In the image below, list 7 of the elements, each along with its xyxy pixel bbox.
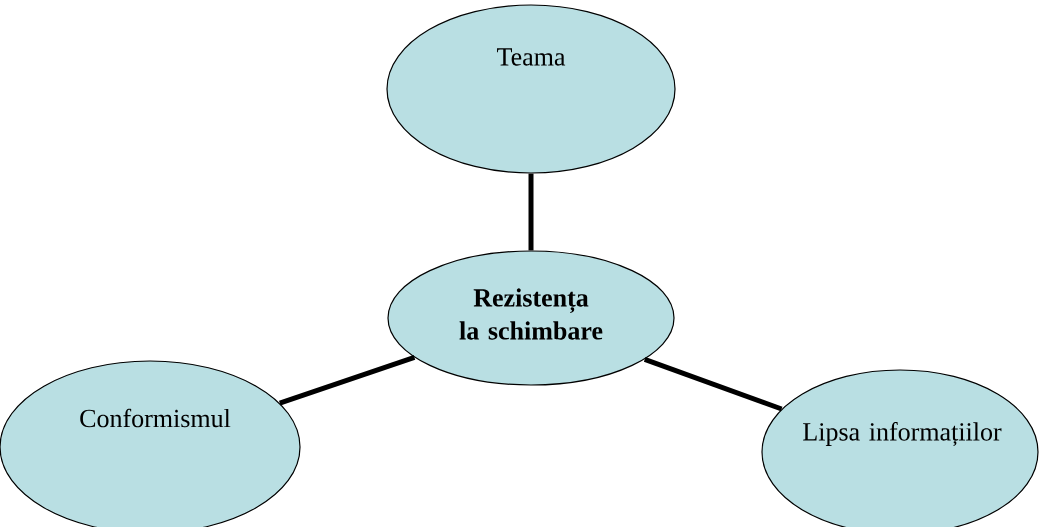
- connector-line: [643, 356, 783, 412]
- ellipse-node: Rezistența la schimbare: [387, 250, 675, 386]
- connector-line: [278, 355, 416, 406]
- ellipse-node: Lipsa informațiilor: [761, 369, 1039, 527]
- connector-line: [528, 173, 534, 251]
- ellipse-node: Teama: [386, 4, 676, 174]
- ellipse-node: Conformismul: [0, 360, 301, 527]
